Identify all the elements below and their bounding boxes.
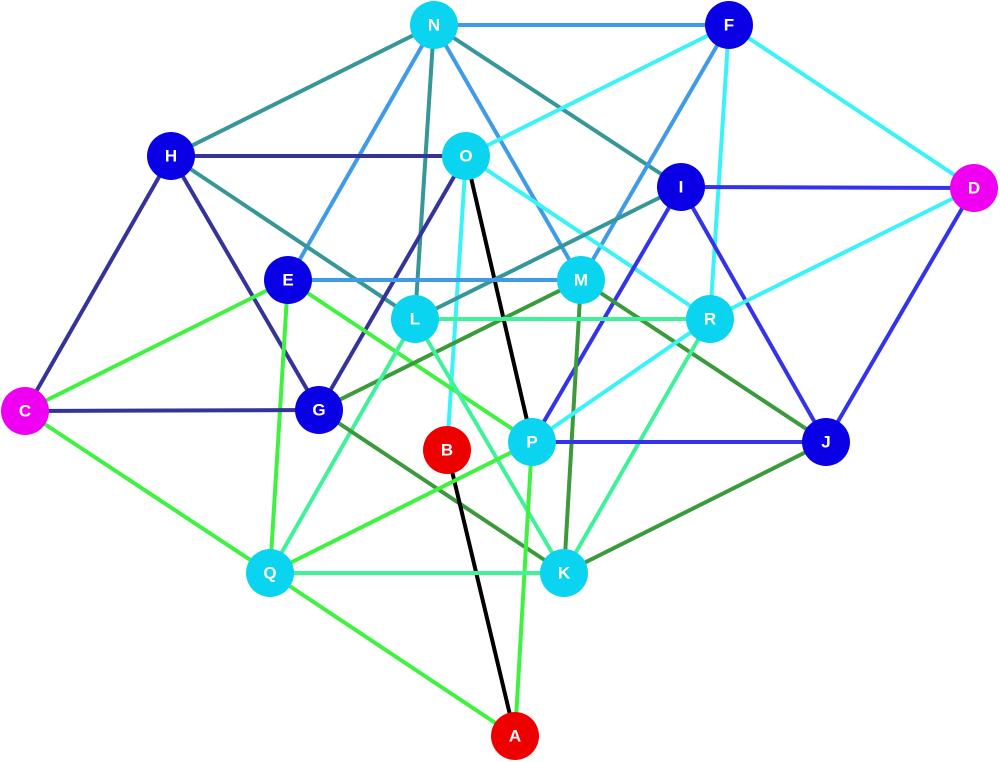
node-i: I: [657, 163, 705, 211]
edge-n-l: [413, 23, 436, 321]
node-label: B: [441, 440, 453, 459]
edge-d-r: [708, 186, 976, 321]
edge-d-j: [824, 186, 976, 444]
node-circle: [557, 256, 605, 304]
edge-m-g: [317, 278, 583, 412]
edge-p-q: [268, 440, 534, 575]
node-circle: [540, 549, 588, 597]
edge-n-m: [432, 23, 583, 282]
edge-e-p: [286, 278, 534, 444]
edge-r-k: [562, 317, 712, 575]
node-f: F: [705, 1, 753, 49]
edge-l-k: [413, 317, 566, 575]
node-circle: [1, 387, 49, 435]
node-m: M: [557, 256, 605, 304]
edges-layer: [23, 23, 976, 738]
node-label: D: [968, 178, 980, 197]
edge-f-r: [708, 23, 731, 321]
edge-i-d: [679, 185, 976, 190]
edge-p-a: [513, 440, 534, 738]
edge-e-q: [268, 278, 290, 575]
node-label: M: [574, 270, 588, 289]
node-l: L: [391, 295, 439, 343]
node-circle: [491, 712, 539, 760]
edge-r-p: [530, 317, 712, 444]
node-k: K: [540, 549, 588, 597]
node-label: P: [526, 432, 537, 451]
edge-q-a: [268, 571, 517, 738]
node-circle: [423, 426, 471, 474]
edge-n-h: [169, 23, 436, 158]
node-label: K: [558, 563, 571, 582]
node-label: H: [165, 146, 177, 165]
node-b: B: [423, 426, 471, 474]
edge-m-j: [579, 278, 828, 444]
node-j: J: [802, 418, 850, 466]
node-r: R: [686, 295, 734, 343]
node-q: Q: [246, 549, 294, 597]
edge-f-m: [579, 23, 731, 282]
node-p: P: [508, 418, 556, 466]
node-label: J: [821, 432, 830, 451]
node-n: N: [410, 1, 458, 49]
edge-n-e: [286, 23, 436, 282]
node-h: H: [147, 132, 195, 180]
node-label: O: [459, 146, 472, 165]
edge-o-p: [464, 154, 534, 444]
edge-j-k: [562, 440, 828, 575]
node-d: D: [950, 164, 998, 212]
edge-h-g: [169, 154, 321, 412]
node-label: N: [428, 15, 440, 34]
edge-f-d: [727, 23, 976, 190]
node-o: O: [442, 132, 490, 180]
node-circle: [705, 1, 753, 49]
edge-m-k: [562, 278, 583, 575]
node-label: R: [704, 309, 716, 328]
node-circle: [802, 418, 850, 466]
edge-b-a: [445, 448, 517, 738]
node-label: L: [410, 309, 420, 328]
node-label: G: [312, 400, 325, 419]
node-circle: [391, 295, 439, 343]
node-label: E: [282, 270, 293, 289]
edge-i-l: [413, 185, 683, 321]
node-a: A: [491, 712, 539, 760]
edge-i-p: [530, 185, 683, 444]
node-g: G: [295, 386, 343, 434]
edge-l-q: [268, 317, 417, 575]
node-circle: [508, 418, 556, 466]
edge-i-j: [679, 185, 828, 444]
node-circle: [246, 549, 294, 597]
node-label: Q: [263, 563, 276, 582]
edge-g-k: [317, 408, 566, 575]
node-circle: [657, 163, 705, 211]
edge-n-i: [432, 23, 683, 189]
node-label: A: [509, 726, 521, 745]
edge-e-c: [23, 278, 290, 413]
node-circle: [442, 132, 490, 180]
node-e: E: [264, 256, 312, 304]
edge-h-l: [169, 154, 417, 321]
node-label: F: [724, 15, 734, 34]
edge-c-q: [23, 409, 272, 575]
node-circle: [410, 1, 458, 49]
edge-h-c: [23, 154, 173, 413]
node-circle: [264, 256, 312, 304]
edge-f-o: [464, 23, 731, 158]
node-circle: [686, 295, 734, 343]
node-c: C: [1, 387, 49, 435]
node-label: C: [19, 401, 31, 420]
node-circle: [950, 164, 998, 212]
edge-o-g: [317, 154, 468, 412]
node-circle: [295, 386, 343, 434]
node-circle: [147, 132, 195, 180]
edge-o-r: [464, 154, 712, 321]
edge-o-b: [445, 154, 468, 452]
edge-c-g: [23, 408, 321, 413]
node-label: I: [679, 177, 684, 196]
